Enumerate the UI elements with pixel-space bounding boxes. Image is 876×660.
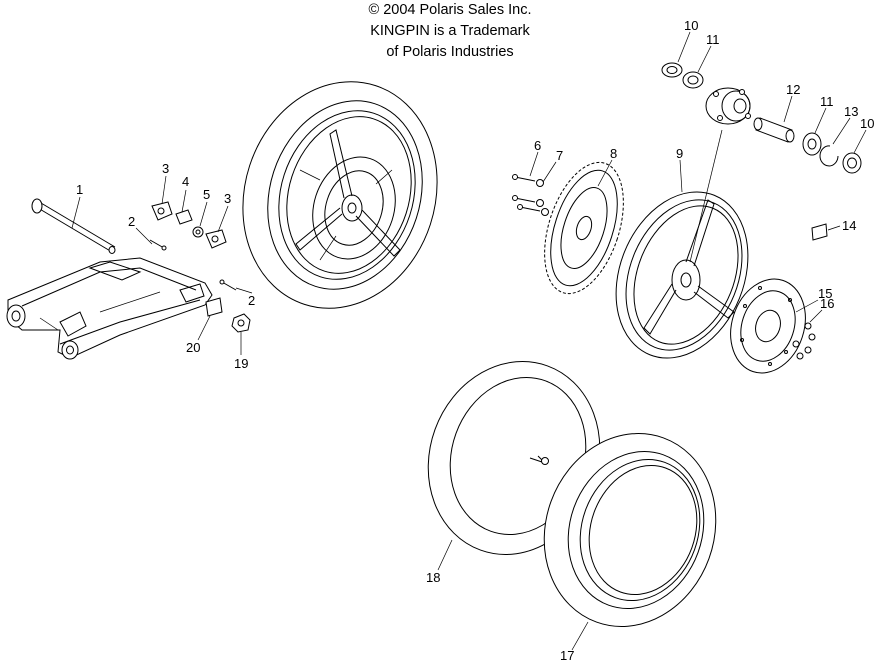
callout-10-right: 10 [860, 116, 874, 131]
trademark-line-2: of Polaris Industries [386, 44, 514, 60]
callout-5: 5 [203, 187, 210, 202]
bearing-part-10-right [842, 152, 862, 174]
trademark-line-1: KINGPIN is a Trademark [370, 23, 530, 39]
seal-part-11-right [802, 132, 822, 156]
chain-adjuster-part-3-right [205, 229, 227, 249]
nut-part-5 [192, 226, 204, 238]
callout-14: 14 [842, 218, 856, 233]
callout-labels: 1 2 2 3 3 4 5 6 7 8 9 10 10 11 11 12 13 … [76, 18, 874, 660]
callout-12: 12 [786, 82, 800, 97]
callout-13: 13 [844, 104, 858, 119]
callout-15: 15 [818, 286, 832, 301]
disc-bolts-part-16 [792, 322, 816, 360]
callout-7: 7 [556, 148, 563, 163]
valve-stem-part-14 [811, 223, 828, 241]
bearing-part-10-upper [661, 62, 683, 78]
callout-3-right: 3 [224, 191, 231, 206]
callout-1: 1 [76, 182, 83, 197]
callout-9: 9 [676, 146, 683, 161]
cotter-pin-part-2-lower [219, 279, 237, 291]
callout-18: 18 [426, 570, 440, 585]
brake-disc-part-15 [730, 278, 806, 374]
callout-11-right: 11 [820, 94, 834, 109]
slider-pad-part-20 [205, 297, 223, 317]
washers-part-7 [536, 179, 549, 216]
callout-17: 17 [560, 648, 574, 660]
callout-10-upper: 10 [684, 18, 698, 33]
callout-3-left: 3 [162, 161, 169, 176]
spacer-tube-part-12 [753, 117, 795, 143]
seal-part-11-upper [682, 71, 704, 89]
exploded-wheel-parts [512, 62, 862, 374]
diagram-header: © 2004 Polaris Sales Inc. KINGPIN is a T… [300, 0, 600, 63]
axle-nut-part-19 [231, 313, 251, 333]
cotter-pin-part-2-upper [149, 239, 167, 251]
callout-2-upper: 2 [128, 214, 135, 229]
sprocket-carrier-hub [705, 87, 751, 125]
circlip-part-13 [819, 145, 839, 167]
assembled-rear-wheel [242, 81, 438, 309]
spacer-part-4 [175, 209, 193, 225]
wheel-rim-part-9 [615, 129, 749, 359]
callout-20: 20 [186, 340, 200, 355]
swing-arm-assembly [6, 198, 251, 360]
callout-11-upper: 11 [706, 32, 720, 47]
callout-16: 16 [820, 296, 834, 311]
callout-6: 6 [534, 138, 541, 153]
callout-2-lower: 2 [248, 293, 255, 308]
tire-part-17 [543, 433, 717, 627]
callout-8: 8 [610, 146, 617, 161]
callout-4: 4 [182, 174, 189, 189]
callout-leaders [71, 31, 867, 651]
rear-sprocket-part-8 [544, 161, 624, 295]
callout-19: 19 [234, 356, 248, 371]
chain-adjuster-part-3-left [151, 201, 173, 221]
sprocket-bolts-part-6 [512, 174, 541, 212]
copyright-text: © 2004 Polaris Sales Inc. [368, 2, 532, 18]
axle-bolt-part-1 [31, 198, 116, 254]
swing-arm [6, 257, 213, 360]
